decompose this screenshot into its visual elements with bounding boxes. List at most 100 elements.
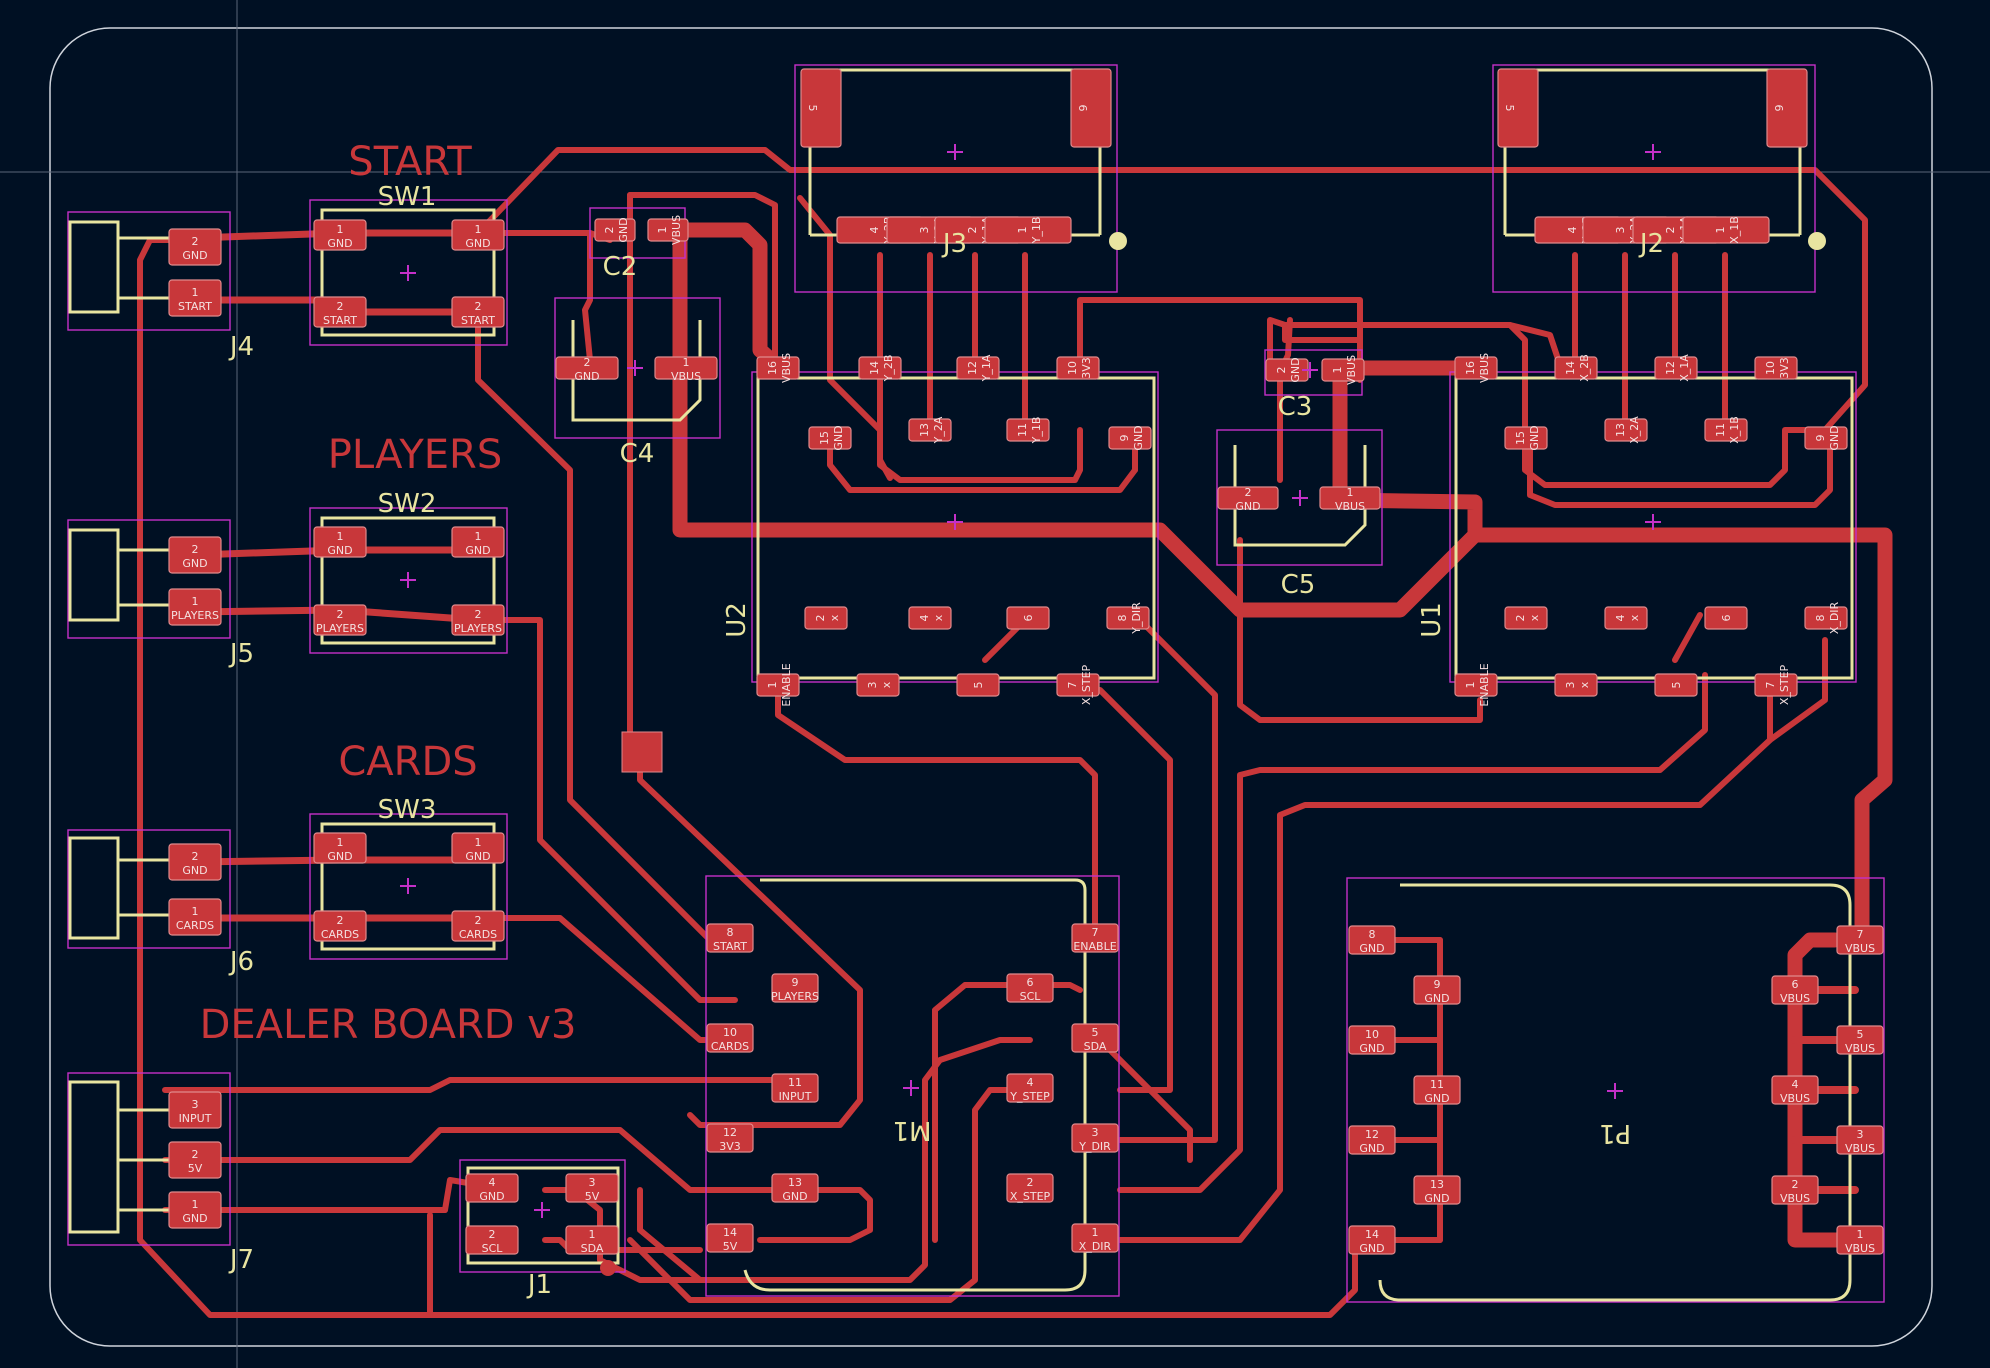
m1-pin4-pad[interactable]: 4Y_STEP: [1006, 1073, 1054, 1103]
j3-mount5-pad[interactable]: 5: [800, 68, 842, 148]
m1-pin1-pad[interactable]: 1X_DIR: [1071, 1223, 1119, 1253]
u2-pin5-pad[interactable]: 5: [956, 673, 1000, 697]
j2-mount5-pad[interactable]: 5: [1497, 68, 1539, 148]
j2-mount6-pad[interactable]: 6: [1766, 68, 1808, 148]
j3-mount6-pad[interactable]: 6: [1070, 68, 1112, 148]
m1-pin3-pad[interactable]: 3Y_DIR: [1071, 1123, 1119, 1153]
j7-pin2-pad[interactable]: 25V: [168, 1141, 222, 1179]
j1-pin3-pad[interactable]: 35V: [565, 1173, 619, 1203]
m1-pin2-pad[interactable]: 2X_STEP: [1006, 1173, 1054, 1203]
u1-pin6-pad[interactable]: 6: [1704, 606, 1748, 630]
u1-pin5-pad[interactable]: 5: [1654, 673, 1698, 697]
